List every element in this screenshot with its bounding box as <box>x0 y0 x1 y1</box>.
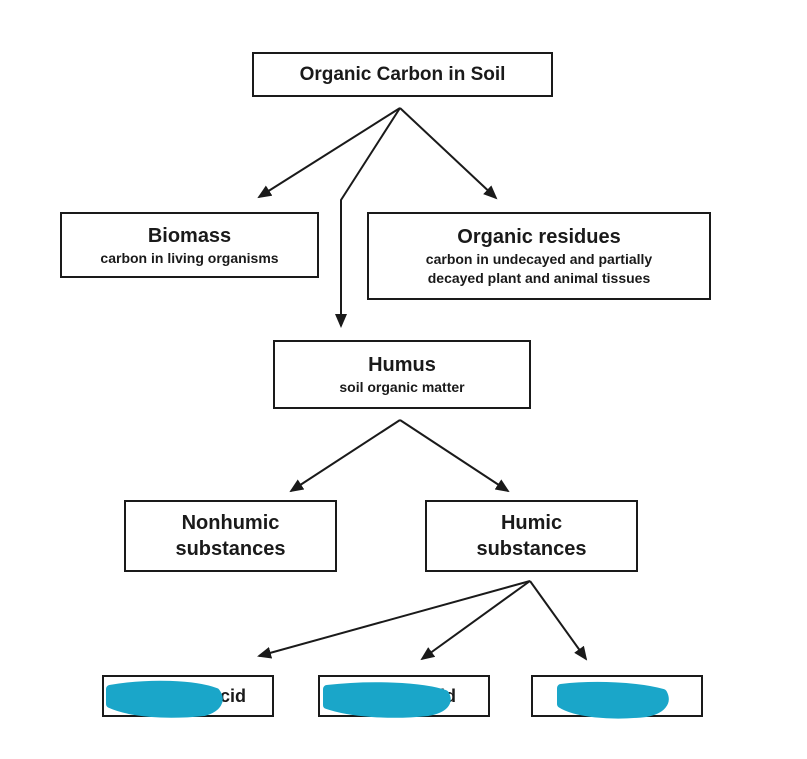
arrow-root-to-residues <box>399 107 498 200</box>
humic-line2: substances <box>476 538 587 560</box>
arrow-humic-to-leaf3 <box>529 580 588 661</box>
box-leaf-3 <box>531 675 703 717</box>
box-humus: Humus soil organic matter <box>273 340 531 409</box>
arrow-humus-to-humic <box>399 419 510 493</box>
box-biomass: Biomass carbon in living organisms <box>60 212 319 278</box>
arrow-humic-to-leaf2 <box>420 580 531 661</box>
residues-subtitle-line2: decayed plant and animal tissues <box>427 270 651 286</box>
residues-subtitle-line1: carbon in undecayed and partially <box>425 251 653 267</box>
arrow-humic-to-leaf1 <box>257 580 531 659</box>
humus-title: Humus <box>368 354 436 376</box>
box-nonhumic-substances: Nonhumic substances <box>124 500 337 572</box>
box-organic-residues: Organic residues carbon in undecayed and… <box>367 212 711 300</box>
arrow-root-to-humus <box>335 107 401 328</box>
box-leaf-1: cid <box>102 675 274 717</box>
box-organic-carbon-in-soil: Organic Carbon in Soil <box>252 52 553 97</box>
residues-title: Organic residues <box>457 226 621 248</box>
leaf-2-text: id <box>440 686 456 706</box>
nonhumic-line2: substances <box>175 538 286 560</box>
biomass-title: Biomass <box>147 224 232 247</box>
biomass-subtitle: carbon in living organisms <box>100 249 279 266</box>
humic-line1: Humic <box>500 512 563 534</box>
leaf-1-text: cid <box>219 686 246 706</box>
root-title: Organic Carbon in Soil <box>299 64 506 85</box>
humus-subtitle: soil organic matter <box>339 379 465 395</box>
box-leaf-2: id <box>318 675 490 717</box>
arrow-root-to-biomass <box>257 107 401 199</box>
box-humic-substances: Humic substances <box>425 500 638 572</box>
nonhumic-line1: Nonhumic <box>181 512 280 534</box>
arrow-humus-to-nonhumic <box>289 419 401 493</box>
